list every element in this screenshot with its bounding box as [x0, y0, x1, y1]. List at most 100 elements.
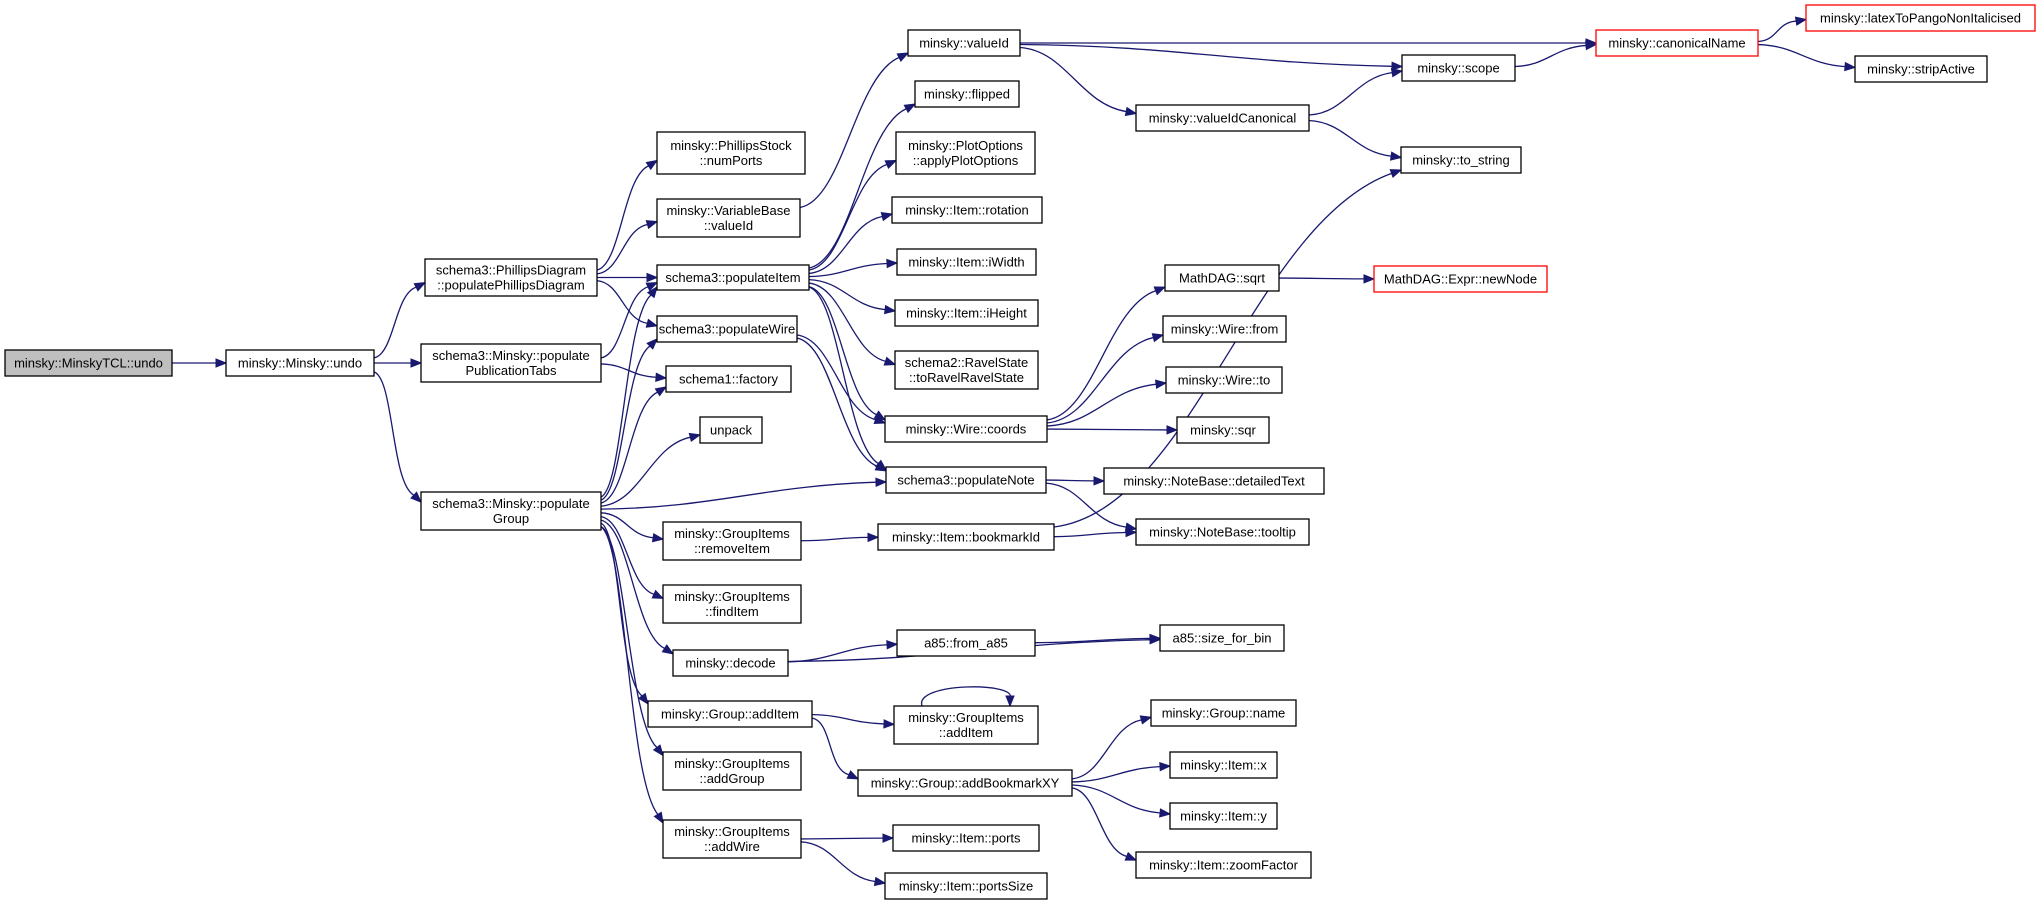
graph-node[interactable]: minsky::to_string [1400, 146, 1522, 174]
node-box [894, 299, 1039, 327]
node-box [1135, 851, 1312, 879]
edge-line [1046, 383, 1157, 427]
edge-line [1071, 784, 1161, 814]
graph-node[interactable]: minsky::Group::addBookmarkXY [857, 769, 1073, 797]
edge-arrowhead [646, 285, 658, 299]
graph-node[interactable]: minsky::MinskyTCL::undo [4, 349, 173, 377]
edge-arrowhead [413, 282, 427, 292]
edge-line [600, 294, 652, 498]
graph-node[interactable]: minsky::Item::ports [892, 824, 1040, 852]
node-label: minsky::Wire::from [1171, 322, 1279, 337]
graph-node[interactable]: minsky::Item::iWidth [896, 248, 1037, 276]
graph-node[interactable]: minsky::Group::addItem [647, 700, 813, 728]
edge-arrowhead [874, 461, 888, 472]
graph-node[interactable]: schema1::factory [665, 365, 792, 393]
edge-line [1053, 531, 1127, 538]
call-edge [1046, 286, 1167, 421]
graph-node[interactable]: minsky::Wire::from [1162, 315, 1287, 343]
call-edge [171, 358, 228, 368]
graph-node[interactable]: schema3::populateNote [885, 466, 1047, 494]
edge-arrowhead [637, 692, 649, 706]
graph-node[interactable]: minsky::latexToPangoNonItalicised [1805, 4, 2036, 32]
graph-node[interactable]: minsky::GroupItems::addWire [662, 819, 802, 859]
node-label: minsky::Item::ports [911, 831, 1021, 846]
edge-line [600, 526, 659, 815]
graph-node[interactable]: minsky::scope [1401, 54, 1516, 82]
node-label: MathDAG::sqrt [1179, 271, 1265, 286]
graph-node[interactable]: schema3::PhillipsDiagram::populatePhilli… [424, 258, 598, 297]
graph-node[interactable]: minsky::Group::name [1150, 699, 1297, 727]
call-edge [1757, 43, 1857, 72]
graph-node[interactable]: minsky::NoteBase::tooltip [1135, 518, 1310, 546]
graph-node[interactable]: minsky::Item::y [1169, 802, 1278, 830]
node-box [885, 466, 1047, 494]
graph-node[interactable]: minsky::PlotOptions::applyPlotOptions [895, 131, 1036, 175]
graph-node[interactable]: MathDAG::sqrt [1164, 264, 1280, 292]
edge-line [1308, 119, 1392, 157]
graph-node[interactable]: a85::from_a85 [896, 629, 1036, 657]
node-label: minsky::sqr [1190, 423, 1256, 438]
graph-node[interactable]: minsky::valueIdCanonical [1135, 104, 1310, 132]
graph-node[interactable]: minsky::canonicalName [1595, 29, 1759, 57]
edge-arrowhead [1844, 61, 1857, 72]
graph-node[interactable]: minsky::GroupItems::findItem [662, 584, 802, 624]
node-label: minsky::NoteBase::detailedText [1123, 474, 1305, 489]
edge-arrowhead [846, 770, 860, 780]
node-label: minsky::decode [685, 656, 775, 671]
node-label: minsky::Item::iHeight [906, 306, 1027, 321]
graph-node[interactable]: minsky::Wire::to [1165, 366, 1283, 394]
graph-node[interactable]: unpack [699, 416, 763, 444]
graph-node[interactable]: minsky::valueId [907, 29, 1021, 57]
edge-arrowhead [1153, 286, 1167, 296]
graph-node[interactable]: minsky::Item::zoomFactor [1135, 851, 1312, 879]
graph-node[interactable]: minsky::NoteBase::detailedText [1103, 467, 1325, 495]
graph-node[interactable]: minsky::VariableBase::valueId [656, 198, 801, 238]
edge-arrowhead [880, 212, 894, 222]
graph-node[interactable]: minsky::Item::iHeight [894, 299, 1039, 327]
call-edge [1034, 633, 1162, 644]
edge-line [600, 522, 643, 697]
node-box [1169, 802, 1278, 830]
graph-node[interactable]: minsky::flipped [914, 80, 1020, 108]
graph-node[interactable]: minsky::Minsky::undo [225, 349, 375, 377]
node-box [656, 315, 798, 343]
call-edge [1071, 784, 1172, 818]
call-edge [921, 686, 1015, 708]
graph-node[interactable]: minsky::sqr [1176, 416, 1270, 444]
graph-node[interactable]: minsky::Item::x [1169, 751, 1278, 779]
graph-node[interactable]: MathDAG::Expr::newNode [1373, 265, 1548, 293]
graph-node[interactable]: minsky::Item::bookmarkId [877, 523, 1055, 551]
node-box [699, 416, 763, 444]
call-edge [811, 714, 896, 729]
graph-node[interactable]: minsky::PhillipsStock::numPorts [656, 131, 806, 175]
edge-arrowhead [688, 432, 702, 443]
call-edge [796, 337, 888, 472]
graph-node[interactable]: minsky::Wire::coords [884, 415, 1048, 443]
node-label: ::populatePhillipsDiagram [437, 278, 584, 293]
graph-node[interactable]: schema3::populateItem [656, 264, 810, 291]
call-edge [1071, 761, 1172, 783]
graph-node[interactable]: a85::size_for_bin [1159, 624, 1285, 652]
graph-node[interactable]: minsky::GroupItems::addItem [893, 705, 1039, 745]
graph-node[interactable]: minsky::GroupItems::removeItem [662, 521, 802, 561]
graph-node[interactable]: minsky::Item::rotation [891, 196, 1043, 224]
node-label: schema3::PhillipsDiagram [436, 263, 586, 278]
edge-arrowhead [1125, 527, 1138, 538]
graph-node[interactable]: schema3::populateWire [656, 315, 798, 343]
edge-line [1071, 765, 1161, 783]
graph-node[interactable]: minsky::decode [672, 649, 789, 677]
node-box [1595, 29, 1759, 57]
node-box [665, 365, 792, 393]
graph-node[interactable]: minsky::Item::portsSize [884, 872, 1048, 900]
edge-line [1046, 290, 1156, 421]
edge-arrowhead [410, 358, 423, 368]
node-label: minsky::latexToPangoNonItalicised [1820, 11, 2021, 26]
graph-node[interactable]: schema2::RavelState::toRavelRavelState [894, 350, 1039, 390]
graph-node[interactable]: minsky::GroupItems::addGroup [662, 751, 802, 791]
graph-node[interactable]: minsky::stripActive [1854, 55, 1988, 83]
edge-line [600, 512, 654, 539]
node-box [1401, 54, 1516, 82]
edge-arrowhead [1794, 16, 1808, 26]
